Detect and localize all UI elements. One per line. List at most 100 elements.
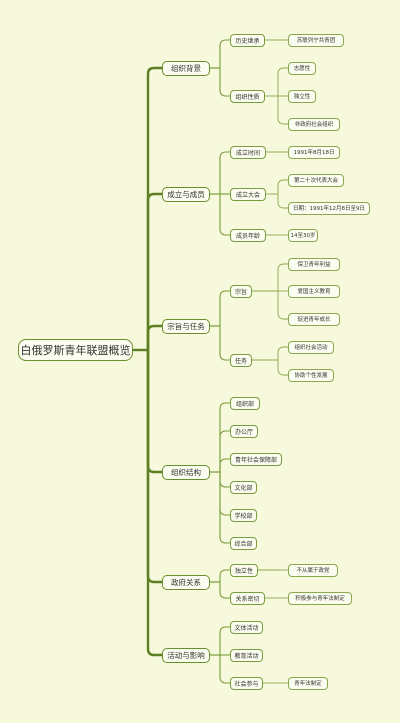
connector xyxy=(219,472,230,488)
connector xyxy=(219,472,230,544)
branch-6-label: 活动与影响 xyxy=(167,650,205,660)
branch-4-item-1-label: 组织部 xyxy=(235,400,254,408)
root-topic[interactable]: 白俄罗斯青年联盟概览 xyxy=(18,339,133,361)
connector xyxy=(219,430,230,472)
branch-2-item-1[interactable]: 成立时间 xyxy=(230,145,266,159)
branch-4-item-1[interactable]: 组织部 xyxy=(230,396,260,410)
branch-4-item-4-label: 文化部 xyxy=(234,484,253,492)
branch-1-item-2-detail-1[interactable]: 志愿性 xyxy=(288,61,316,75)
branch-2-item-2-detail-1-label: 第二十次代表大会 xyxy=(293,178,338,184)
branch-2-item-2[interactable]: 成立大会 xyxy=(230,187,266,201)
connector xyxy=(219,626,230,655)
branch-6-item-3[interactable]: 社会参与 xyxy=(230,676,263,690)
connector xyxy=(219,655,230,684)
branch-5-item-2-label: 关系密切 xyxy=(235,595,260,603)
branch-3-item-2-detail-2[interactable]: 协助个性发展 xyxy=(288,368,334,382)
branch-3-item-1-label: 宗旨 xyxy=(234,288,247,296)
branch-1-item-2-detail-3[interactable]: 非政府社会组织 xyxy=(288,117,340,131)
branch-3[interactable]: 宗旨与任务 xyxy=(162,318,210,334)
connector xyxy=(219,151,230,194)
branch-2-item-2-detail-2[interactable]: 日期：1991年12月8日至9日 xyxy=(288,201,370,215)
branch-2[interactable]: 成立与成员 xyxy=(162,186,210,202)
branch-1-item-1[interactable]: 历史继承 xyxy=(230,33,265,47)
connector xyxy=(219,402,230,472)
branch-5-item-2-detail-1-label: 积极参与青年法制定 xyxy=(295,596,345,602)
branch-3-item-2-detail-2-label: 协助个性发展 xyxy=(294,373,328,379)
connector xyxy=(219,68,230,97)
branch-5-item-1[interactable]: 独立性 xyxy=(230,563,258,577)
branch-2-item-1-detail-1[interactable]: 1991年8月18日 xyxy=(288,145,340,159)
connector xyxy=(219,290,230,326)
connector xyxy=(146,324,162,350)
connector xyxy=(277,291,288,320)
connector xyxy=(146,192,162,350)
connector xyxy=(219,326,230,361)
connector xyxy=(219,582,230,599)
branch-2-item-3[interactable]: 成员年龄 xyxy=(230,228,266,242)
branch-3-item-2-detail-1-label: 组织社会活动 xyxy=(294,345,328,351)
branch-5-item-1-detail-1[interactable]: 不从属于政党 xyxy=(288,563,338,577)
root-topic-label: 白俄罗斯青年联盟概览 xyxy=(20,344,131,357)
connector xyxy=(219,194,230,236)
connector xyxy=(277,194,288,209)
branch-5[interactable]: 政府关系 xyxy=(162,574,210,590)
branch-5-item-1-label: 独立性 xyxy=(234,567,253,575)
branch-1-item-1-detail-1[interactable]: 苏联列宁共青团 xyxy=(288,33,344,47)
branch-6[interactable]: 活动与影响 xyxy=(162,647,210,663)
branch-4-item-2[interactable]: 办公厅 xyxy=(230,424,258,438)
branch-3-item-1-detail-1-label: 保卫青年利益 xyxy=(297,262,331,268)
connector xyxy=(277,96,288,125)
connector xyxy=(146,350,162,657)
branch-4[interactable]: 组织结构 xyxy=(162,464,210,480)
branch-3-item-1-detail-2-label: 爱国主义教育 xyxy=(297,289,331,295)
branch-2-item-2-detail-1[interactable]: 第二十次代表大会 xyxy=(288,173,344,187)
connector xyxy=(277,179,288,194)
branch-5-item-1-detail-1-label: 不从属于政党 xyxy=(296,568,330,574)
connector xyxy=(146,350,162,584)
branch-6-item-2-label: 教育活动 xyxy=(234,652,259,660)
connector xyxy=(146,350,162,474)
connector xyxy=(219,472,230,516)
branch-2-item-3-detail-1[interactable]: 14至30岁 xyxy=(288,228,318,242)
branch-2-item-3-detail-1-label: 14至30岁 xyxy=(290,233,316,239)
branch-1-item-1-label: 历史继承 xyxy=(235,37,260,45)
branch-6-item-1[interactable]: 文体活动 xyxy=(230,620,263,634)
connector xyxy=(277,263,288,291)
branch-6-item-1-label: 文体活动 xyxy=(234,624,259,632)
branch-4-item-6-label: 综合部 xyxy=(234,540,253,548)
branch-3-item-2-detail-1[interactable]: 组织社会活动 xyxy=(288,340,334,354)
branch-1[interactable]: 组织背景 xyxy=(162,60,210,76)
branch-3-item-1-detail-2[interactable]: 爱国主义教育 xyxy=(288,284,340,298)
branch-1-item-2-detail-2[interactable]: 独立性 xyxy=(288,89,316,103)
branch-4-item-5[interactable]: 学校部 xyxy=(230,508,257,522)
branch-1-item-2-detail-3-label: 非政府社会组织 xyxy=(294,122,334,128)
connector xyxy=(219,569,230,582)
branch-1-item-2-detail-2-label: 独立性 xyxy=(293,94,311,100)
branch-5-item-2-detail-1[interactable]: 积极参与青年法制定 xyxy=(288,591,352,605)
branch-6-item-2[interactable]: 教育活动 xyxy=(230,648,263,662)
branch-2-item-1-label: 成立时间 xyxy=(235,149,260,157)
branch-2-item-1-detail-1-label: 1991年8月18日 xyxy=(293,150,335,156)
branch-1-item-1-detail-1-label: 苏联列宁共青团 xyxy=(296,38,336,44)
connector xyxy=(146,66,162,350)
connector xyxy=(277,360,288,376)
branch-4-item-5-label: 学校部 xyxy=(234,512,253,520)
branch-4-item-6[interactable]: 综合部 xyxy=(230,536,257,550)
branch-6-item-3-detail-1[interactable]: 青年法制定 xyxy=(288,676,328,690)
branch-2-label: 成立与成员 xyxy=(167,189,205,199)
branch-3-item-1-detail-1[interactable]: 保卫青年利益 xyxy=(288,257,340,271)
branch-3-item-2[interactable]: 任务 xyxy=(230,353,252,367)
branch-4-item-4[interactable]: 文化部 xyxy=(230,480,257,494)
branch-4-item-3[interactable]: 青年社会保障部 xyxy=(230,452,282,466)
connector xyxy=(277,346,288,360)
connector xyxy=(277,67,288,96)
branch-3-item-1-detail-3[interactable]: 促进青年成长 xyxy=(288,312,340,326)
branch-3-item-1[interactable]: 宗旨 xyxy=(230,284,252,298)
branch-2-item-3-label: 成员年龄 xyxy=(235,232,260,240)
branch-1-item-2[interactable]: 组织性质 xyxy=(230,89,265,103)
branch-5-item-2[interactable]: 关系密切 xyxy=(230,591,265,605)
branch-4-item-2-label: 办公厅 xyxy=(234,428,253,436)
branch-6-item-3-detail-1-label: 青年法制定 xyxy=(294,681,322,687)
